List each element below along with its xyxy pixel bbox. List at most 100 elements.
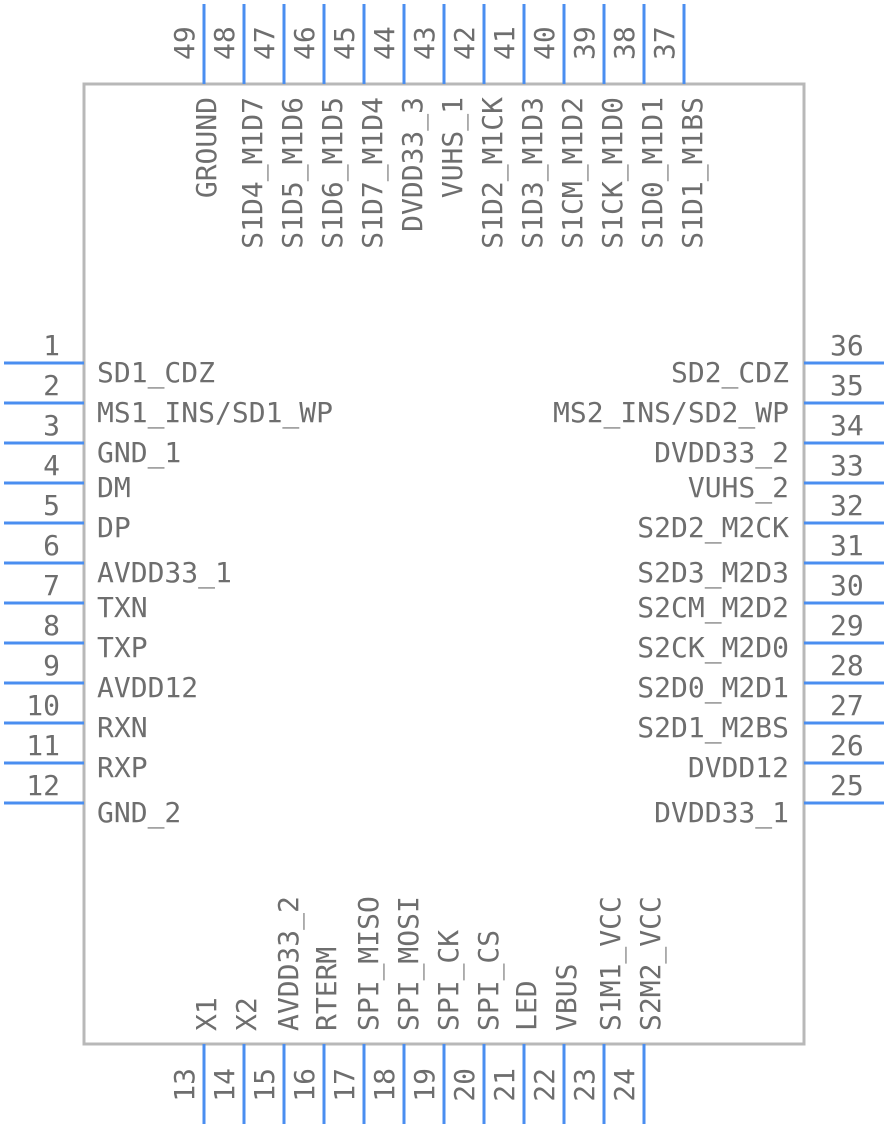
pin-label-1: SD1_CDZ	[97, 356, 215, 390]
pin-label-8: TXP	[97, 631, 148, 664]
pin-label-10: RXN	[97, 711, 148, 744]
pin-number-19: 19	[408, 1068, 441, 1102]
pin-label-top-2: S1D4_M1D7	[236, 97, 270, 249]
pin-label-29: S2CK_M2D0	[637, 631, 789, 665]
pin-label-top-4: S1D6_M1D5	[316, 97, 350, 249]
pin-label-top-7: VUHS_1	[436, 97, 470, 198]
pin-number-26: 26	[830, 729, 864, 762]
pin-number-33: 33	[830, 449, 864, 482]
pin-label-15: AVDD33_2	[272, 896, 306, 1031]
pin-label-21: LED	[510, 980, 543, 1031]
pin-label-24: S2M2_VCC	[634, 896, 668, 1031]
pin-label-6: AVDD33_1	[97, 556, 232, 590]
pin-number-4: 4	[43, 449, 60, 482]
ic-body	[82, 82, 806, 1046]
pin-label-top-10: S1CM_M1D2	[556, 97, 590, 249]
pin-number-11: 11	[26, 729, 60, 762]
pin-number-25: 25	[830, 769, 864, 802]
pin-label-31: S2D3_M2D3	[637, 556, 789, 590]
pin-label-18: SPI_MOSI	[392, 896, 426, 1031]
pin-label-17: SPI_MISO	[352, 896, 386, 1031]
pin-label-28: S2D0_M2D1	[637, 671, 789, 705]
pin-label-36: SD2_CDZ	[671, 356, 789, 390]
pin-number-27: 27	[830, 689, 864, 722]
pin-label-top-12: S1D0_M1D1	[636, 97, 670, 249]
pin-label-32: S2D2_M2CK	[637, 511, 789, 545]
pin-label-top-13: S1D1_M1BS	[676, 97, 710, 249]
pin-number-45: 45	[328, 26, 361, 60]
pin-number-15: 15	[248, 1068, 281, 1102]
pin-number-28: 28	[830, 649, 864, 682]
pin-label-22: VBUS	[550, 964, 583, 1031]
pin-number-12: 12	[26, 769, 60, 802]
pin-number-9: 9	[43, 649, 60, 682]
pin-number-39: 39	[568, 26, 601, 60]
pin-label-top-5: S1D7_M1D4	[356, 97, 390, 249]
pin-label-25: DVDD33_1	[654, 796, 789, 830]
pin-number-37: 37	[648, 26, 681, 60]
pin-number-3: 3	[43, 409, 60, 442]
pin-number-10: 10	[26, 689, 60, 722]
pin-label-top-1: GROUND	[190, 97, 223, 198]
pin-number-49: 49	[168, 26, 201, 60]
pin-number-17: 17	[328, 1068, 361, 1102]
pin-label-33: VUHS_2	[688, 471, 789, 505]
pin-number-41: 41	[488, 26, 521, 60]
pin-number-16: 16	[288, 1068, 321, 1102]
pin-number-30: 30	[830, 569, 864, 602]
pin-number-23: 23	[568, 1068, 601, 1102]
pin-label-top-3: S1D5_M1D6	[276, 97, 310, 249]
pin-label-top-8: S1D2_M1CK	[476, 97, 510, 249]
pin-number-14: 14	[208, 1068, 241, 1102]
pin-label-5: DP	[97, 511, 131, 544]
pin-label-12: GND_2	[97, 796, 181, 830]
pin-number-48: 48	[208, 26, 241, 60]
pin-number-22: 22	[528, 1068, 561, 1102]
pin-label-top-6: DVDD33_3	[396, 97, 430, 232]
pin-label-27: S2D1_M2BS	[637, 711, 789, 745]
pin-number-7: 7	[43, 569, 60, 602]
pin-number-43: 43	[408, 26, 441, 60]
pin-label-20: SPI_CS	[472, 930, 506, 1031]
pin-label-23: S1M1_VCC	[594, 896, 628, 1031]
pin-label-top-11: S1CK_M1D0	[596, 97, 630, 249]
pin-label-7: TXN	[97, 591, 148, 624]
pin-label-26: DVDD12	[688, 751, 789, 784]
pin-number-46: 46	[288, 26, 321, 60]
pin-label-3: GND_1	[97, 436, 181, 470]
pin-number-35: 35	[830, 369, 864, 402]
pin-number-29: 29	[830, 609, 864, 642]
pin-number-36: 36	[830, 329, 864, 362]
pin-label-14: X2	[230, 997, 263, 1031]
pin-number-24: 24	[608, 1068, 641, 1102]
pin-number-13: 13	[168, 1068, 201, 1102]
pin-number-47: 47	[248, 26, 281, 60]
pin-label-16: RTERM	[310, 947, 343, 1031]
pin-label-11: RXP	[97, 751, 148, 784]
pin-number-8: 8	[43, 609, 60, 642]
pin-number-34: 34	[830, 409, 864, 442]
pin-label-35: MS2_INS/SD2_WP	[553, 396, 789, 430]
pin-label-4: DM	[97, 471, 131, 504]
pin-number-38: 38	[608, 26, 641, 60]
pin-label-30: S2CM_M2D2	[637, 591, 789, 625]
pin-number-42: 42	[448, 26, 481, 60]
pin-label-34: DVDD33_2	[654, 436, 789, 470]
pin-number-31: 31	[830, 529, 864, 562]
pin-number-18: 18	[368, 1068, 401, 1102]
pin-label-13: X1	[190, 997, 223, 1031]
pin-label-top-9: S1D3_M1D3	[516, 97, 550, 249]
pin-number-44: 44	[368, 26, 401, 60]
pin-number-5: 5	[43, 489, 60, 522]
pin-number-20: 20	[448, 1068, 481, 1102]
pin-number-6: 6	[43, 529, 60, 562]
pin-number-32: 32	[830, 489, 864, 522]
pin-number-1: 1	[43, 329, 60, 362]
pin-label-9: AVDD12	[97, 671, 198, 704]
pin-number-2: 2	[43, 369, 60, 402]
pin-label-19: SPI_CK	[432, 930, 466, 1031]
pin-number-40: 40	[528, 26, 561, 60]
pin-label-2: MS1_INS/SD1_WP	[97, 396, 333, 430]
